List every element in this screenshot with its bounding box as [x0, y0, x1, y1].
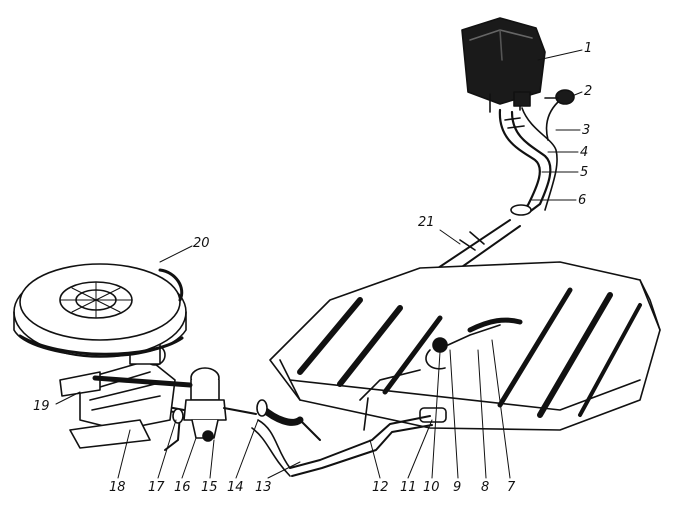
callout-14: 14	[227, 480, 244, 495]
leader-lines	[55, 49, 583, 479]
air-filter	[13, 263, 187, 358]
callout-15: 15	[201, 480, 218, 495]
fuel-pump	[129, 367, 257, 442]
callout-10: 10	[423, 480, 440, 495]
callout-18: 18	[109, 480, 126, 495]
vent-valve	[544, 89, 575, 141]
callout-12: 12	[372, 480, 389, 495]
callout-21: 21	[418, 215, 435, 230]
fuel-lines	[251, 369, 433, 477]
fuel-tank	[269, 261, 661, 431]
callout-16: 16	[174, 480, 191, 495]
callout-17: 17	[148, 480, 165, 495]
callout-1: 1	[584, 41, 593, 56]
hose	[256, 399, 321, 441]
callout-4: 4	[580, 145, 589, 160]
callout-2: 2	[584, 84, 593, 99]
callout-19: 19	[33, 399, 50, 414]
callout-13: 13	[255, 480, 272, 495]
callout-11: 11	[400, 480, 417, 495]
callout-3: 3	[582, 123, 591, 138]
callout-9: 9	[453, 480, 462, 495]
callout-5: 5	[580, 165, 589, 180]
callout-8: 8	[481, 480, 490, 495]
callout-20: 20	[193, 236, 210, 251]
canister	[461, 17, 546, 113]
callout-6: 6	[578, 193, 587, 208]
filler-neck	[498, 107, 558, 216]
engine-block	[59, 341, 193, 449]
callout-7: 7	[507, 480, 516, 495]
